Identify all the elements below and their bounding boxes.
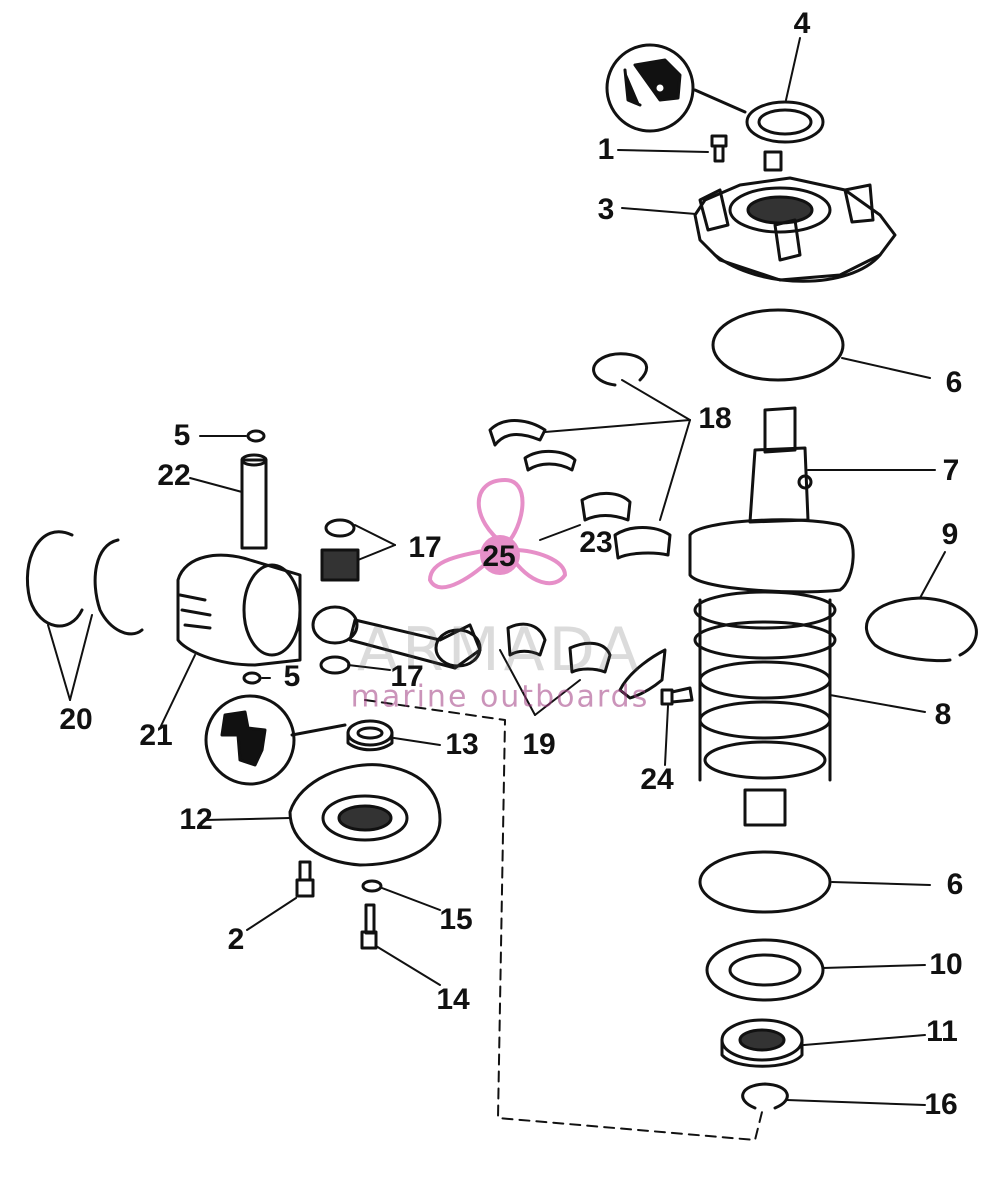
part-14-bolt xyxy=(360,903,378,950)
label-20: 20 xyxy=(59,703,93,736)
part-18-bearing-half-b xyxy=(613,526,672,560)
part-11-ball-bearing xyxy=(720,1018,804,1068)
part-1-bolt xyxy=(710,134,728,163)
part-10-plate xyxy=(705,938,825,1002)
part-13-seal xyxy=(346,719,394,752)
leader-lines xyxy=(47,37,946,1106)
part-21-piston xyxy=(176,553,302,667)
label-24: 24 xyxy=(640,763,674,796)
watermark-title: ARMADA xyxy=(357,615,643,685)
label-18: 18 xyxy=(698,402,732,435)
label-23: 23 xyxy=(579,526,613,559)
watermark-subtitle: marine outboards xyxy=(350,679,650,715)
label-2: 2 xyxy=(227,923,245,956)
label-6-lower: 6 xyxy=(946,868,964,901)
part-5-clip-lower xyxy=(242,671,262,685)
part-19-needle-cages xyxy=(506,622,612,674)
label-19: 19 xyxy=(522,728,556,761)
watermark-propeller-icon xyxy=(428,478,567,590)
part-20-piston-rings xyxy=(25,530,144,636)
label-16: 16 xyxy=(924,1088,958,1121)
label-21: 21 xyxy=(139,719,173,752)
label-9: 9 xyxy=(941,518,959,551)
part-8-crankshaft xyxy=(688,406,855,827)
part-18-retainer xyxy=(592,352,649,387)
part-2-bolt xyxy=(295,860,315,898)
label-8: 8 xyxy=(934,698,952,731)
part-6-oring-lower xyxy=(698,850,832,914)
part-22-wrist-pin xyxy=(240,453,268,550)
label-6-upper: 6 xyxy=(945,366,963,399)
label-7: 7 xyxy=(942,454,960,487)
part-6-oring-upper xyxy=(711,308,845,382)
part-19-rod-cap xyxy=(618,648,667,700)
part-12-lower-housing xyxy=(288,763,442,867)
label-3: 3 xyxy=(597,193,615,226)
part-18-bearing-half-a xyxy=(488,419,547,447)
part-23-caged-bearings xyxy=(523,450,632,522)
label-1: 1 xyxy=(597,133,615,166)
seal-detail-callout-lower xyxy=(204,694,347,786)
seal-detail-callout xyxy=(605,43,747,133)
label-22: 22 xyxy=(157,459,191,492)
part-16-retainer xyxy=(741,1082,789,1110)
label-5-lower: 5 xyxy=(283,660,301,693)
part-15-washer xyxy=(361,879,383,893)
part-9-snap-ring xyxy=(864,596,978,663)
label-5-upper: 5 xyxy=(173,419,191,452)
label-14: 14 xyxy=(436,983,470,1016)
label-12: 12 xyxy=(179,803,213,836)
label-4: 4 xyxy=(793,7,811,40)
part-24-bolt xyxy=(660,686,694,706)
label-10: 10 xyxy=(929,948,963,981)
label-17-lower: 17 xyxy=(390,660,424,693)
part-4-seal xyxy=(745,100,825,144)
label-17-upper: 17 xyxy=(408,531,442,564)
label-25: 25 xyxy=(482,540,516,573)
label-13: 13 xyxy=(445,728,479,761)
dashed-assembly-path xyxy=(364,699,763,1141)
part-5-clip-upper xyxy=(246,429,266,443)
label-15: 15 xyxy=(439,903,473,936)
part-3-upper-housing xyxy=(693,150,897,283)
label-11: 11 xyxy=(926,1015,958,1048)
